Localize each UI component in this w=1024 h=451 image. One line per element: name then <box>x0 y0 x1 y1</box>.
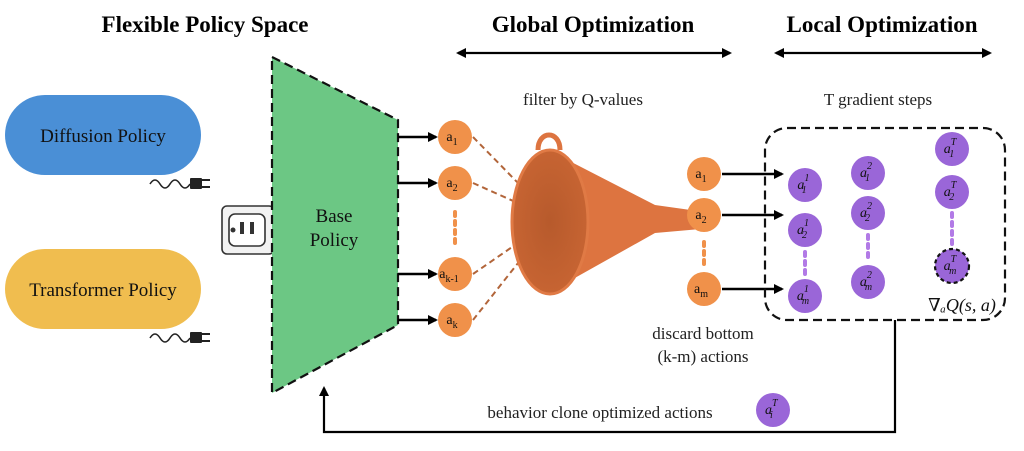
filter-label: filter by Q-values <box>523 90 643 109</box>
svg-text:a11: a11 <box>797 173 808 196</box>
diffusion-policy-label: Diffusion Policy <box>40 126 166 147</box>
sampled-actions: a1 a2 ak-1 ak <box>398 120 527 337</box>
svg-text:a2m: a2m <box>860 270 872 293</box>
diffusion-plug-icon <box>149 178 210 189</box>
gradient-formula: ∇ₐQ(s, a) <box>928 295 996 316</box>
action-to-funnel-arrow <box>472 252 527 321</box>
filtered-actions: a1 a2 am <box>687 157 784 306</box>
svg-text:a21: a21 <box>860 161 872 184</box>
header-local: Local Optimization <box>786 12 977 37</box>
svg-text:aT2: aT2 <box>944 180 958 203</box>
header-global: Global Optimization <box>492 12 695 37</box>
transformer-policy-pill <box>5 249 201 329</box>
gradient-step-dots <box>888 157 932 165</box>
transformer-plug-icon <box>149 332 210 343</box>
action-to-funnel-arrow <box>472 136 527 192</box>
local-optimization-box <box>763 126 1007 322</box>
svg-text:a2: a2 <box>695 208 706 226</box>
svg-text:a22: a22 <box>860 201 872 224</box>
base-policy-label-line1: Base <box>316 206 353 227</box>
header-flexible: Flexible Policy Space <box>102 12 309 37</box>
svg-text:a1: a1 <box>695 167 706 185</box>
filtered-action-node: am <box>687 272 721 306</box>
svg-text:aTm: aTm <box>944 254 958 277</box>
feedback-loop-arrow <box>319 320 897 434</box>
base-policy-label-line2: Policy <box>310 230 359 251</box>
gradient-steps-label: T gradient steps <box>824 90 932 109</box>
svg-text:a2: a2 <box>446 176 457 194</box>
diffusion-policy-pill <box>5 95 201 175</box>
discard-label-line2: (k-m) actions <box>657 347 748 366</box>
svg-text:aT1: aT1 <box>944 137 958 160</box>
gradient-step-dots <box>888 200 932 205</box>
behavior-clone-label: behavior clone optimized actions <box>487 403 712 422</box>
filtered-action-node: a2 <box>687 198 721 232</box>
svg-text:a1: a1 <box>446 130 457 148</box>
discard-label-line1: discard bottom <box>652 324 754 343</box>
socket-icon <box>221 205 275 255</box>
svg-text:a12: a12 <box>797 218 809 241</box>
sampled-action-node: a1 <box>438 120 472 154</box>
svg-text:a1m: a1m <box>797 284 809 307</box>
filtered-action-node: a1 <box>687 157 721 191</box>
sampled-action-node: a2 <box>438 166 472 200</box>
transformer-policy-label: Transformer Policy <box>29 280 177 301</box>
base-policy-block <box>270 55 400 395</box>
svg-text:ak: ak <box>446 313 457 331</box>
funnel-icon <box>510 132 712 296</box>
sampled-action-node: ak <box>438 303 472 337</box>
sampled-action-node: ak-1 <box>438 257 472 291</box>
